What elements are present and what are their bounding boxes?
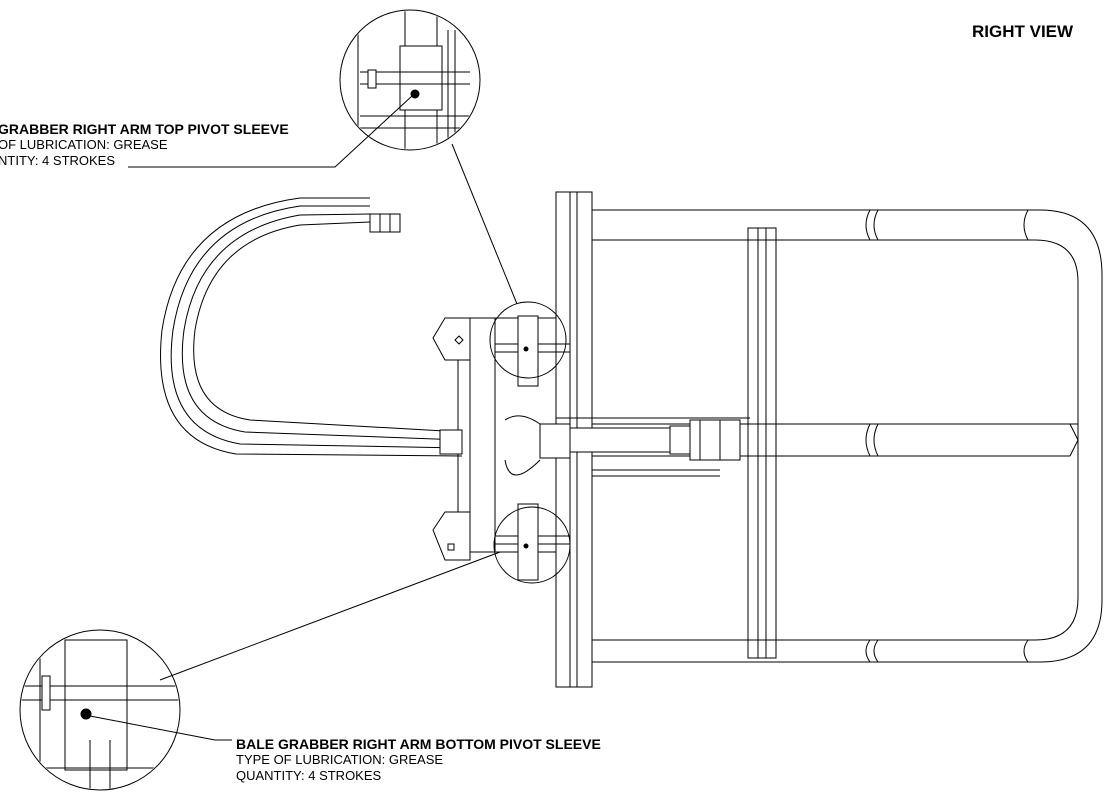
hydraulic-cylinder xyxy=(504,415,741,476)
hydraulic-hoses xyxy=(160,197,463,457)
bottom-callout-title: BALE GRABBER RIGHT ARM BOTTOM PIVOT SLEE… xyxy=(236,736,601,752)
bottom-detail-marker xyxy=(493,506,571,584)
view-title: RIGHT VIEW xyxy=(972,22,1074,41)
top-callout-lubrication: OF LUBRICATION: GREASE xyxy=(0,137,168,152)
top-callout-title: GRABBER RIGHT ARM TOP PIVOT SLEEVE xyxy=(0,121,289,137)
top-detail-marker xyxy=(489,301,567,379)
grabber-plate xyxy=(432,315,750,581)
leader-lines xyxy=(89,95,518,741)
top-detail-view xyxy=(339,9,481,151)
bottom-callout-quantity: QUANTITY: 4 STROKES xyxy=(236,768,382,783)
top-callout-quantity: NTITY: 4 STROKES xyxy=(0,153,116,168)
top-callout-label: GRABBER RIGHT ARM TOP PIVOT SLEEVE OF LU… xyxy=(0,121,289,169)
bottom-callout-lubrication: TYPE OF LUBRICATION: GREASE xyxy=(236,752,444,767)
bottom-detail-view xyxy=(19,629,181,791)
bottom-callout-label: BALE GRABBER RIGHT ARM BOTTOM PIVOT SLEE… xyxy=(236,736,601,784)
